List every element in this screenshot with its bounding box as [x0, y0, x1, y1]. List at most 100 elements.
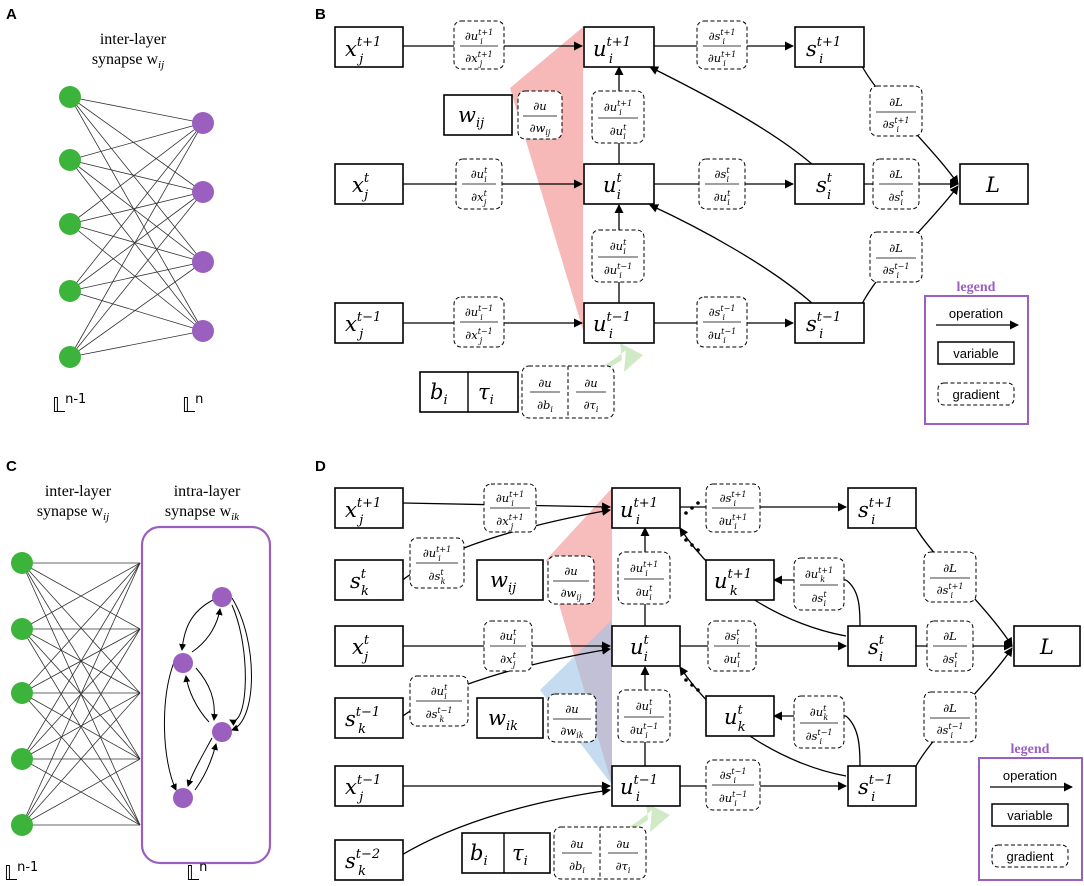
legend-b-gradient-box	[937, 382, 1015, 406]
panel-letter-d: D	[315, 458, 326, 475]
svg-text:∂uti: ∂uti	[724, 651, 741, 669]
panel-c-synapse-line	[21, 562, 141, 760]
panel-a-synapse-line	[69, 223, 204, 263]
svg-text:uti: uti	[603, 171, 623, 203]
legend-b: legend operation variable gradient	[924, 280, 1029, 425]
grad-du-dw-ij-d: ∂u∂wij	[547, 555, 595, 605]
panel-c-intra-synapse-arc	[179, 599, 214, 651]
panel-c-network	[11, 552, 252, 836]
panel-c-intra-synapse-arc	[195, 667, 219, 721]
svg-text:∂u: ∂u	[564, 564, 577, 578]
svg-text:∂u: ∂u	[616, 837, 629, 851]
edge-s-t-to-u-t1-d	[679, 527, 847, 637]
panel-c-synapse-line	[21, 758, 141, 826]
panel-letter-b: B	[315, 6, 326, 23]
panel-c-synapse-line	[21, 562, 141, 694]
svg-text:∂τi: ∂τi	[616, 859, 631, 875]
grad-du-dw-ik-d: ∂u∂wik	[547, 693, 597, 743]
intra-layer-box	[140, 525, 272, 865]
legend-d-operation-label: operation	[1003, 768, 1057, 783]
var-w-ij-d: wij	[476, 559, 544, 601]
panel-letter-c: C	[6, 458, 17, 475]
panel-c-intra-neuron	[212, 722, 232, 742]
panel-a-layer-left-label: 𝕃n-1	[52, 392, 86, 417]
panel-c-intra-caption-line1: intra-layer	[174, 483, 241, 500]
svg-text:∂L: ∂L	[889, 241, 903, 255]
panel-c-intra-synapse-arc	[164, 661, 177, 791]
edge-s-tm1-to-u-t	[649, 204, 814, 305]
legend-d-variable-label: variable	[1007, 808, 1053, 823]
panel-a-synapse-line	[69, 191, 204, 358]
panel-a-synapse-line	[69, 122, 204, 292]
panel-a-network	[59, 86, 214, 368]
legend-d-gradient-box	[991, 844, 1069, 868]
weight-shared-region-wij	[510, 27, 583, 330]
panel-a-input-neuron	[59, 280, 81, 302]
panel-a-synapse-line	[69, 122, 204, 358]
svg-text:∂L: ∂L	[943, 701, 957, 715]
panel-c: C inter-layer synapse wij intra-layer sy…	[4, 458, 272, 885]
panel-a-synapse-line	[69, 191, 204, 225]
legend-b-gradient-label: gradient	[953, 387, 1000, 402]
panel-a-output-neuron	[192, 112, 214, 134]
ellipsis-dots-lower	[684, 678, 700, 692]
panel-c-intra-synapse-arc	[186, 737, 213, 787]
panel-a-caption-line2: synapse wij	[92, 51, 164, 71]
svg-text:∂uti: ∂uti	[431, 683, 448, 701]
svg-text:∂sti: ∂sti	[888, 189, 904, 207]
svg-text:L: L	[1039, 635, 1054, 659]
svg-text:∂u: ∂u	[570, 837, 583, 851]
panel-a-synapse-line	[69, 330, 204, 358]
svg-text:∂bi: ∂bi	[537, 398, 553, 414]
panel-a-synapse-line	[69, 159, 204, 332]
edge-s-t-link	[845, 579, 861, 627]
svg-text:∂L: ∂L	[889, 167, 903, 181]
svg-text:∂u: ∂u	[533, 99, 546, 113]
svg-text:∂uti: ∂uti	[610, 238, 627, 256]
panel-a-input-neuron	[59, 213, 81, 235]
panel-c-intra-synapse-arc	[194, 743, 218, 791]
panel-a-synapse-line	[69, 261, 204, 358]
panel-c-input-neuron	[11, 552, 33, 574]
legend-d-variable-box	[991, 803, 1069, 827]
panel-c-inter-caption-line1: inter-layer	[45, 483, 112, 500]
panel-a-synapse-line	[69, 122, 204, 161]
panel-c-intra-synapse-arc	[183, 675, 210, 723]
edge-s-tm1-to-u-t-d	[679, 666, 847, 777]
svg-text:∂L: ∂L	[889, 95, 903, 109]
legend-d-frame	[978, 757, 1083, 881]
legend-b-title: legend	[957, 280, 996, 295]
svg-text:∂sti: ∂sti	[942, 651, 958, 669]
panel-c-intra-caption-line2: synapse wik	[165, 503, 240, 523]
svg-text:∂L: ∂L	[943, 629, 957, 643]
svg-text:xtj: xtj	[352, 171, 370, 203]
var-w-ij: wij	[443, 94, 513, 136]
panel-a-output-neuron	[192, 181, 214, 203]
panel-a-layer-right-label: 𝕃n	[182, 392, 203, 417]
